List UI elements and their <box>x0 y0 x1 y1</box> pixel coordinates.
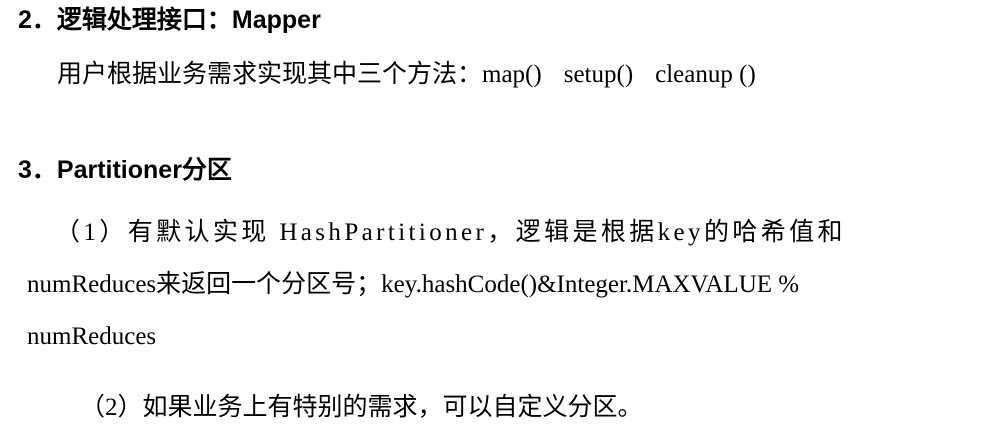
partitioner-item-1-line-2: numReduces来返回一个分区号；key.hashCode()&Intege… <box>27 271 800 298</box>
method-cleanup: cleanup () <box>655 61 756 88</box>
method-map: map() <box>482 61 542 88</box>
partitioner-item-2: （2）如果业务上有特别的需求，可以自定义分区。 <box>80 394 643 421</box>
section-2-heading: 2．逻辑处理接口：Mapper <box>18 6 321 34</box>
mapper-description: 用户根据业务需求实现其中三个方法： <box>57 61 483 88</box>
partitioner-item-1-line-1: （1）有默认实现 HashPartitioner，逻辑是根据key的哈希值和 <box>55 219 846 246</box>
partitioner-item-1-line-3: numReduces <box>27 323 157 350</box>
mapper-methods-paragraph: 用户根据业务需求实现其中三个方法：map() setup() cleanup () <box>57 62 756 87</box>
method-setup: setup() <box>563 61 634 88</box>
section-3-heading: 3．Partitioner分区 <box>18 156 232 184</box>
